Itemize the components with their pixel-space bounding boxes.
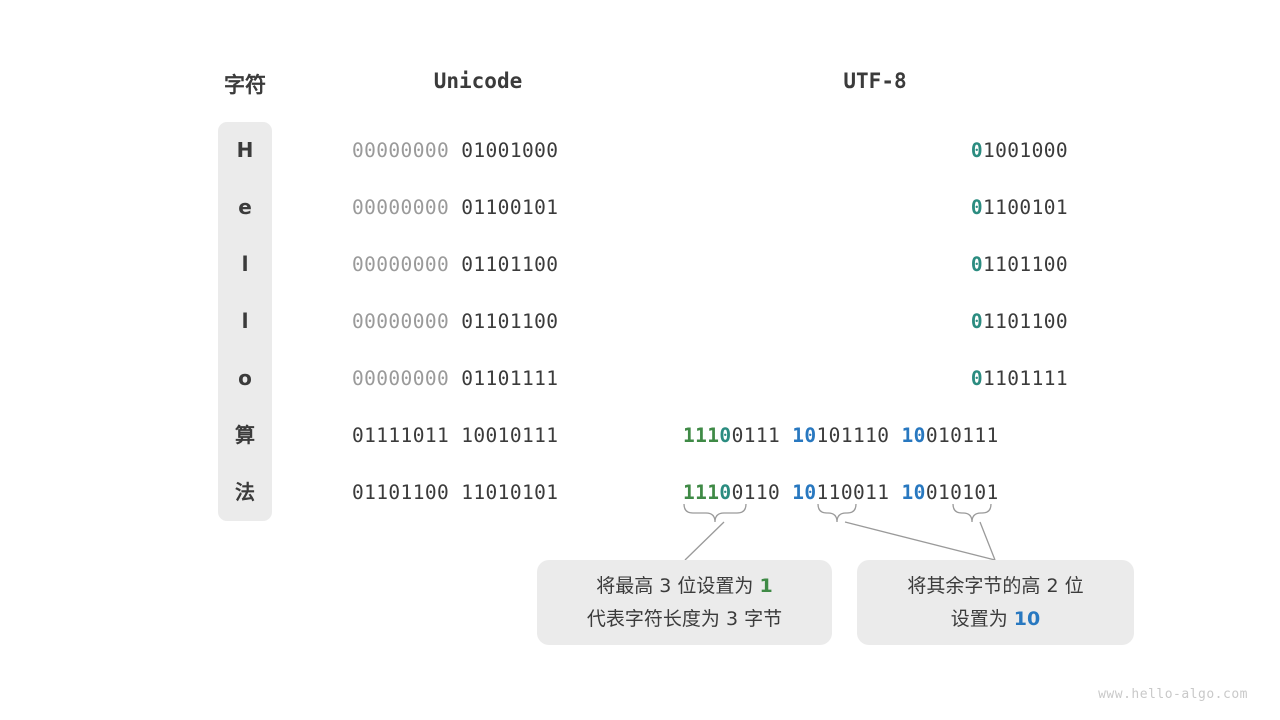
utf8-bits: 01100101 <box>971 179 1068 236</box>
column-header-utf8: UTF-8 <box>843 69 907 93</box>
unicode-low-byte: 01001000 <box>461 139 559 162</box>
utf8-byte-prefix-zero: 0 <box>719 481 732 504</box>
utf8-byte-payload: 1001000 <box>983 139 1068 162</box>
unicode-low-byte: 01101100 <box>461 310 559 333</box>
character-cell: 算 <box>235 423 255 447</box>
utf8-byte-prefix: 111 <box>683 481 720 504</box>
utf8-byte-payload: 010111 <box>925 424 999 447</box>
utf8-byte-payload: 1101100 <box>983 310 1068 333</box>
utf8-byte-payload: 1100101 <box>983 196 1068 219</box>
unicode-low-byte: 01100101 <box>461 196 559 219</box>
callout-left-line1-text: 将最高 3 位设置为 <box>596 574 760 597</box>
utf8-byte-prefix: 0 <box>970 196 984 219</box>
utf8-byte-prefix: 10 <box>901 481 926 504</box>
unicode-bits: 00000000 01101100 <box>352 293 558 350</box>
utf8-byte-payload: 010101 <box>925 481 999 504</box>
watermark: www.hello-algo.com <box>1098 687 1248 702</box>
utf8-byte-prefix: 0 <box>970 253 984 276</box>
unicode-low-byte: 10010111 <box>461 424 559 447</box>
character-cell: o <box>238 366 252 390</box>
character-cell: H <box>236 138 254 162</box>
utf8-bits: 01101100 <box>971 236 1068 293</box>
callout-right-line1: 将其余字节的高 2 位 <box>907 574 1084 597</box>
unicode-low-byte: 01101111 <box>461 367 559 390</box>
character-cell: e <box>238 195 252 219</box>
character-cell: 法 <box>235 480 255 504</box>
utf8-byte-prefix-zero: 0 <box>719 424 732 447</box>
utf8-bits: 01001000 <box>971 122 1068 179</box>
callout-right-highlight: 10 <box>1013 607 1041 630</box>
callout-right: 将其余字节的高 2 位 设置为 10 <box>857 560 1134 645</box>
utf8-bits: 01101111 <box>971 350 1068 407</box>
unicode-bits: 01101100 11010101 <box>352 464 558 521</box>
utf8-bits: 11100111 10101110 10010111 <box>683 407 999 464</box>
unicode-high-byte: 01101100 <box>352 481 450 504</box>
utf8-byte-prefix: 10 <box>792 424 817 447</box>
unicode-low-byte: 01101100 <box>461 253 559 276</box>
column-header-unicode: Unicode <box>433 69 523 93</box>
unicode-bits: 00000000 01101111 <box>352 350 558 407</box>
character-cell: l <box>241 309 249 333</box>
utf8-byte-prefix: 10 <box>792 481 817 504</box>
utf8-byte-prefix: 0 <box>970 367 984 390</box>
unicode-low-byte: 11010101 <box>461 481 559 504</box>
utf8-bits: 11100110 10110011 10010101 <box>683 464 999 521</box>
unicode-high-byte: 00000000 <box>352 196 450 219</box>
callout-left-line2: 代表字符长度为 3 字节 <box>586 607 783 630</box>
utf8-byte-payload: 1101111 <box>983 367 1068 390</box>
unicode-high-byte: 01111011 <box>352 424 450 447</box>
unicode-bits: 00000000 01100101 <box>352 179 558 236</box>
callout-left-highlight: 1 <box>759 574 773 597</box>
unicode-high-byte: 00000000 <box>352 310 450 333</box>
utf8-byte-prefix: 10 <box>901 424 926 447</box>
unicode-high-byte: 00000000 <box>352 253 450 276</box>
unicode-bits: 00000000 01101100 <box>352 236 558 293</box>
character-cell: l <box>241 252 249 276</box>
utf8-byte-prefix: 0 <box>970 139 984 162</box>
utf8-byte-prefix: 0 <box>970 310 984 333</box>
utf8-byte-payload: 0111 <box>731 424 781 447</box>
utf8-bits: 01101100 <box>971 293 1068 350</box>
column-header-character: 字符 <box>224 73 266 97</box>
callout-right-line2: 设置为 10 <box>951 603 1041 636</box>
callout-left: 将最高 3 位设置为 1 代表字符长度为 3 字节 <box>537 560 832 645</box>
callout-left-line1: 将最高 3 位设置为 1 <box>596 570 772 603</box>
utf8-byte-payload: 110011 <box>816 481 890 504</box>
utf8-byte-payload: 101110 <box>816 424 890 447</box>
unicode-bits: 01111011 10010111 <box>352 407 558 464</box>
utf8-byte-prefix: 111 <box>683 424 720 447</box>
utf8-byte-payload: 0110 <box>731 481 781 504</box>
callout-right-line2-text: 设置为 <box>950 607 1014 630</box>
unicode-high-byte: 00000000 <box>352 367 450 390</box>
unicode-high-byte: 00000000 <box>352 139 450 162</box>
character-column-panel <box>218 122 272 521</box>
unicode-bits: 00000000 01001000 <box>352 122 558 179</box>
utf8-byte-payload: 1101100 <box>983 253 1068 276</box>
